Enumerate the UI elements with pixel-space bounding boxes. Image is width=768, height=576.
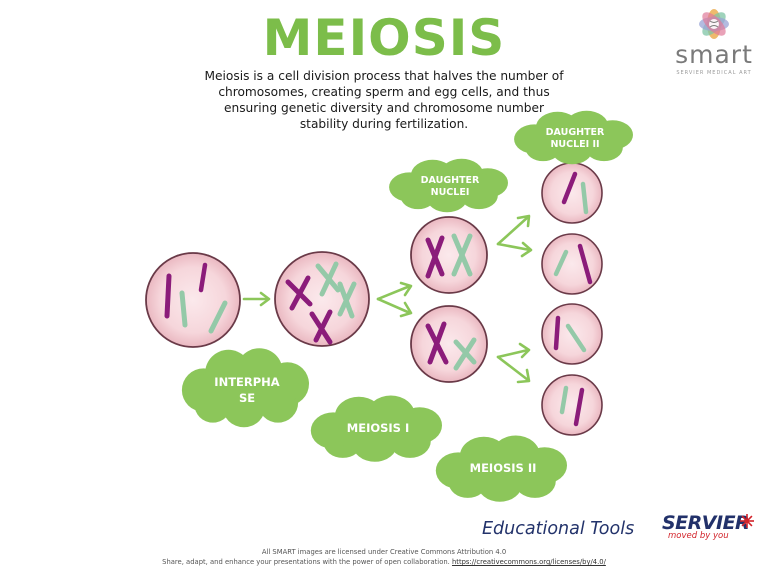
label-meiosis1: MEIOSIS I [310,395,442,462]
smart-logo-wordmark: smart [675,40,753,69]
label-interphase-line1: INTERPHA [214,375,280,389]
arrow-daughter2-to-nuclei2-c [496,342,531,359]
label-daughter-nuclei-line2: NUCLEI [431,187,470,198]
servier-logo: SERVIER [662,512,750,534]
cell-meiosis1 [274,251,370,347]
arrow-meiosis1-to-daughter-bottom [376,297,413,318]
license-line-2-text: Share, adapt, and enhance your presentat… [162,558,452,566]
servier-star-icon [740,514,754,528]
chromosome-x-purple-1 [285,275,313,311]
cell-nuclei2-3 [541,303,603,365]
cell-nuclei2-2 [541,233,603,295]
arrow-daughter1-to-nuclei2-a [496,214,531,246]
arrow-daughter2-to-nuclei2-d [496,355,531,384]
arrow-daughter1-to-nuclei2-b [496,241,533,258]
label-daughter-nuclei: DAUGHTER NUCLEI [389,158,508,213]
arrows [242,214,533,384]
chromosome [164,262,228,334]
chromosome-x-green-1 [315,261,341,297]
cell-nuclei2-1 [541,162,603,224]
label-interphase: INTERPHA SE [181,348,309,428]
description-text: Meiosis is a cell division process that … [204,69,564,131]
chromosome-x-green-2 [337,281,357,319]
page-title: MEIOSIS [262,9,506,67]
label-meiosis2: MEIOSIS II [435,435,567,502]
educational-tools-label: Educational Tools [482,519,635,539]
smart-logo: smart SERVIER MEDICAL ART [668,6,760,76]
cell-daughter-nuclei-bottom [410,305,488,383]
chromosome-x-purple-2 [309,309,333,345]
label-meiosis2-text: MEIOSIS II [470,461,537,475]
cell-interphase [145,252,241,348]
servier-tagline: moved by you [668,531,729,541]
label-daughter-nuclei2-line1: DAUGHTER [546,127,605,138]
cell-daughter-nuclei-top [410,216,488,294]
license-link[interactable]: https://creativecommons.org/licenses/by/… [451,558,606,566]
label-meiosis1-text: MEIOSIS I [347,421,409,435]
label-daughter-nuclei2-line2: NUCLEI II [550,139,599,150]
label-daughter-nuclei-line1: DAUGHTER [421,175,480,186]
arrow-interphase-to-meiosis1 [242,291,271,307]
license-line-2: Share, adapt, and enhance your presentat… [0,558,768,566]
label-daughter-nuclei-2: DAUGHTER NUCLEI II [514,110,633,165]
arrow-meiosis1-to-daughter-top [376,281,413,301]
smart-logo-subtitle: SERVIER MEDICAL ART [676,70,752,76]
smart-logo-icon [699,9,729,39]
label-interphase-line2: SE [239,391,255,405]
license-line-1: All SMART images are licensed under Crea… [261,548,507,556]
cell-nuclei2-4 [541,374,603,436]
